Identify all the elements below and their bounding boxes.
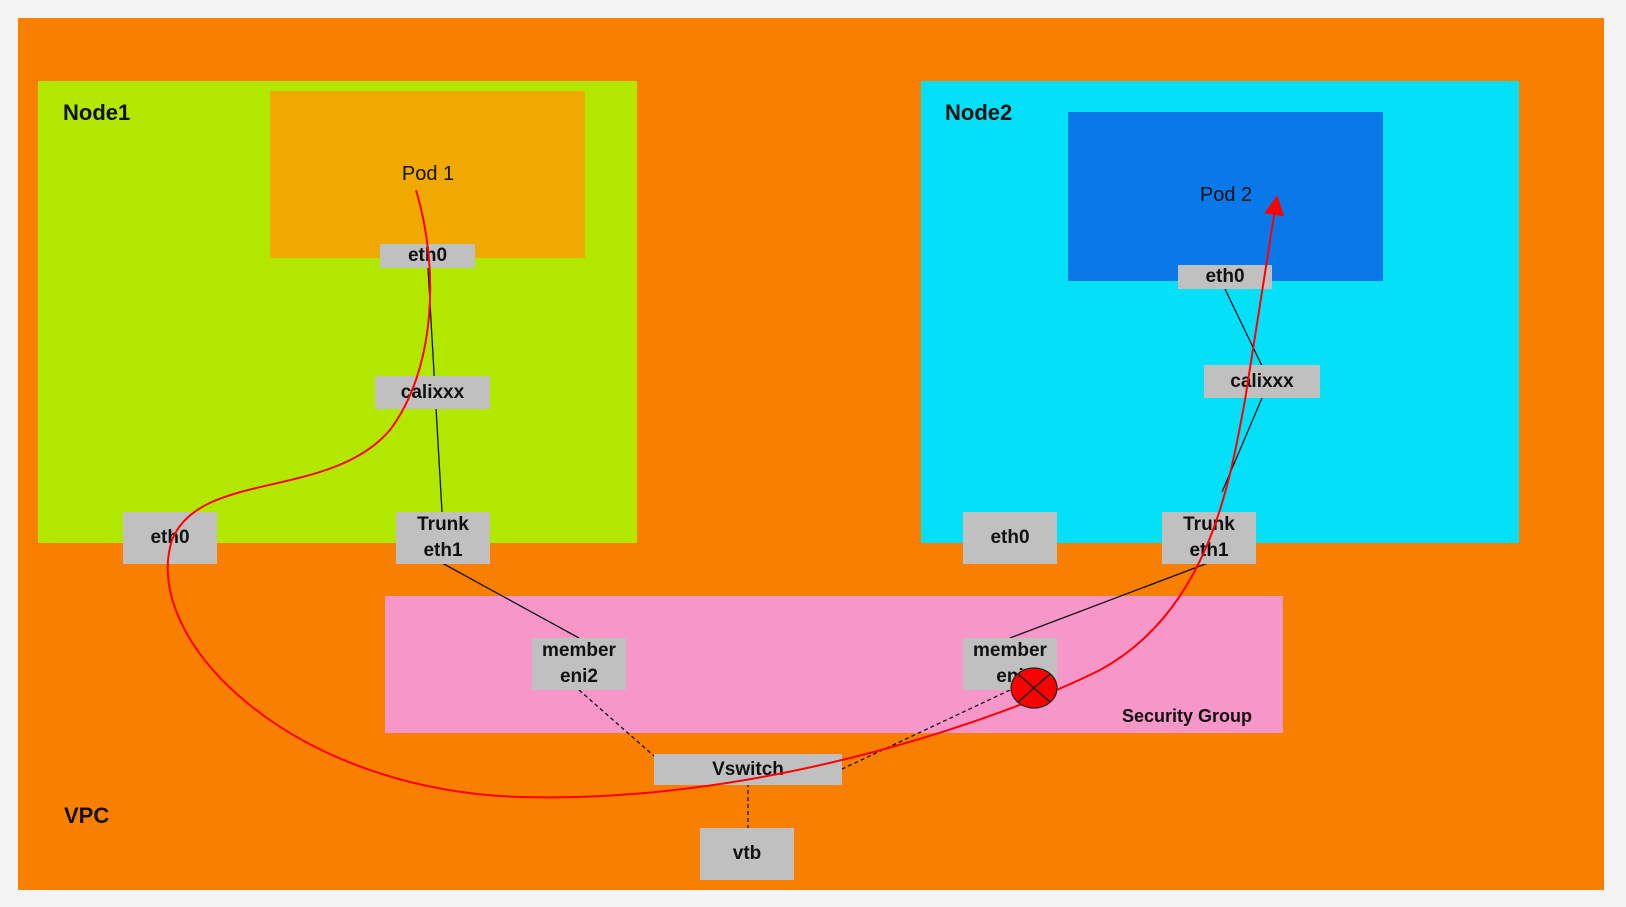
member-eni-line1: member [973,640,1047,661]
node2-calixxx-label: calixxx [1230,370,1294,392]
member-eni-box: member eni [963,638,1057,690]
pod1-area [270,91,585,258]
node1-eth1-label: eth1 [423,540,463,561]
security-group-label: Security Group [1122,706,1253,726]
pod2-area [1068,112,1383,281]
node1-label: Node1 [63,100,131,125]
blocked-x-icon [1010,667,1058,709]
node2-label: Node2 [945,100,1013,125]
pod1-label: Pod 1 [401,163,455,185]
node1-calixxx-box: calixxx [375,376,490,409]
node2-calixxx-box: calixxx [1204,365,1320,398]
traffic-path-line [166,189,1285,799]
member-eni2-vswitch-line [578,689,655,757]
node2-trunk-eth1-box: Trunk eth1 [1162,512,1256,564]
node2-pod-eth0-label: eth0 [1205,266,1245,287]
member-eni2-box: member eni2 [532,638,626,690]
vswitch-label: Vswitch [712,758,784,780]
node2-eth1-label: eth1 [1189,540,1229,561]
node2-trunk-label: Trunk [1183,514,1235,535]
node2-pod-eth0-box: eth0 [1178,265,1272,289]
node1-trunk-eth1-box: Trunk eth1 [396,512,490,564]
vtb-label: vtb [732,843,762,864]
vtb-box: vtb [700,828,794,880]
node1-trunk-label: Trunk [417,514,469,535]
pod2-label: Pod 2 [1199,184,1253,206]
vpc-label: VPC [64,803,110,828]
member-eni-vswitch-line [839,689,1011,771]
member-eni2-line1: member [542,640,616,661]
node1-eth0-label: eth0 [150,527,190,548]
node1-pod-eth0-label: eth0 [407,245,448,266]
node2-eth0-cali-line [1224,288,1263,367]
node1-eth0-box: eth0 [123,512,217,564]
node1-calixxx-label: calixxx [400,381,465,403]
node2-eth0-label: eth0 [990,527,1030,548]
node2-eth0-box: eth0 [963,512,1057,564]
node1-trunk-member-line [441,562,580,639]
member-eni2-line2: eni2 [559,666,599,687]
node2-trunk-member-line [1009,562,1209,639]
